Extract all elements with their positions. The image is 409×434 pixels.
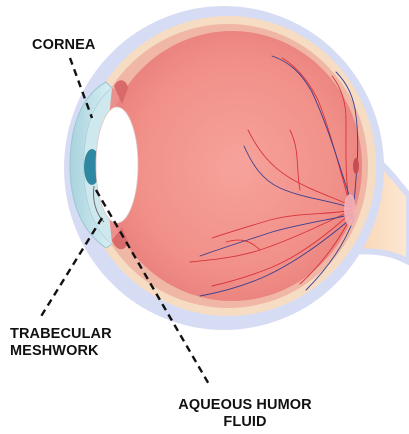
trabecular-meshwork-label: TRABECULAR MESHWORK: [10, 326, 112, 360]
aqueous-label-line2: FLUID: [166, 414, 324, 431]
vitreous-body: [102, 31, 362, 301]
optic-disc: [344, 194, 356, 226]
aqueous-humor-fluid-label: AQUEOUS HUMOR FLUID: [166, 397, 324, 431]
trabecular-leader-line: [40, 218, 102, 318]
lens: [96, 107, 138, 223]
cornea-label-text: CORNEA: [32, 37, 95, 54]
cornea-label: CORNEA: [32, 37, 95, 54]
trabecular-label-line1: TRABECULAR: [10, 326, 112, 343]
aqueous-label-line1: AQUEOUS HUMOR: [166, 397, 324, 414]
macula: [353, 158, 359, 174]
trabecular-label-line2: MESHWORK: [10, 343, 112, 360]
